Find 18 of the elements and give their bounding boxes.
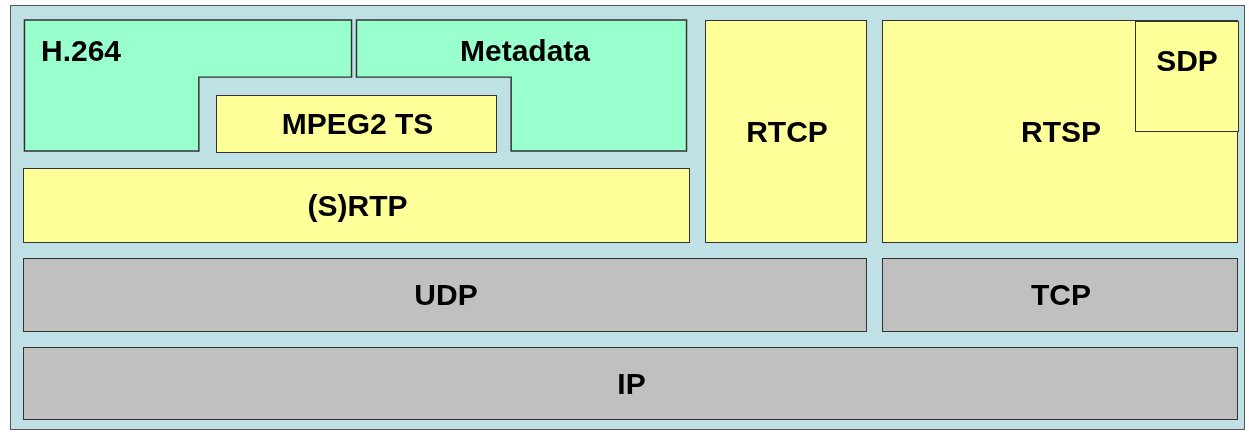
protocol-label: Metadata bbox=[460, 34, 591, 68]
protocol-label: UDP bbox=[413, 278, 479, 312]
protocol-label: MPEG2 TS bbox=[280, 107, 435, 141]
protocol-box bbox=[705, 20, 867, 243]
protocol-box bbox=[23, 347, 1238, 420]
protocol-label: TCP bbox=[1030, 278, 1092, 312]
protocol-box bbox=[23, 168, 690, 243]
protocol-label: SDP bbox=[1155, 44, 1219, 78]
protocol-box bbox=[882, 20, 1238, 243]
protocol-label: RTSP bbox=[1020, 114, 1102, 149]
protocol-box bbox=[216, 95, 497, 153]
protocol-label: H.264 bbox=[41, 34, 122, 68]
protocol-label: IP bbox=[616, 366, 647, 401]
protocol-box bbox=[1135, 21, 1239, 132]
protocol-label: RTCP bbox=[745, 114, 829, 149]
protocol-label: (S)RTP bbox=[306, 188, 409, 223]
protocol-box bbox=[23, 258, 867, 332]
protocol-box bbox=[882, 258, 1238, 332]
